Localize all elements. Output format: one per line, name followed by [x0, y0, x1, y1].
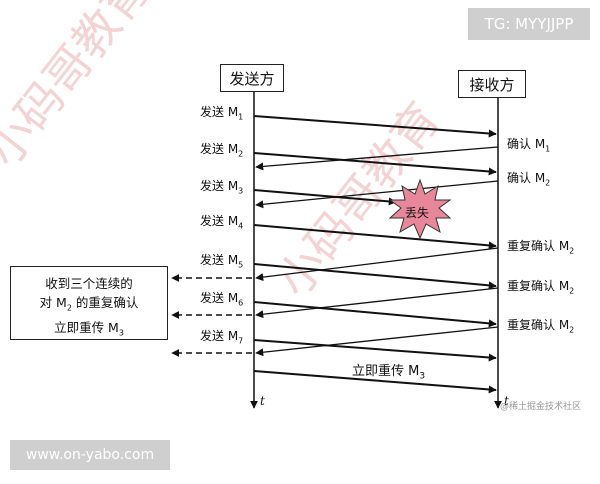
segment-m3-lost-arrow [253, 189, 397, 206]
fast-retransmit-note: 收到三个连续的 对 M2 的重复确认 立即重传 M3 [10, 266, 168, 340]
lost-label: 丢失 [405, 206, 430, 220]
send-label: 发送 M1 [200, 105, 244, 122]
segment-m1-arrow [253, 115, 497, 138]
send-label: 发送 M5 [200, 253, 244, 270]
note-line-2: 对 M2 的重复确认 [39, 295, 139, 313]
segment-m6-arrow [253, 301, 497, 328]
note-line-3: 立即重传 M3 [54, 319, 124, 338]
credit-watermark: @稀土掘金技术社区 [500, 402, 582, 412]
segment-m2-arrow [253, 152, 497, 176]
note-line-1: 收到三个连续的 [45, 276, 133, 291]
send-label: 发送 M4 [200, 214, 244, 231]
send-label: 发送 M6 [200, 291, 244, 308]
segment-m7-arrow [253, 339, 497, 362]
retransmit-m3-arrow [253, 370, 497, 394]
receiver-time-axis-label: t [504, 394, 509, 408]
ack-label: 确认 M2 [507, 171, 551, 188]
dup-ack-2-arrow [255, 287, 499, 319]
sender-header: 发送方 [220, 64, 284, 92]
site-badge: www.on-yabo.com [10, 440, 170, 470]
ack-label: 确认 M1 [507, 137, 551, 154]
packet-lost-burst-icon [388, 178, 452, 240]
telegram-badge: TG: MYYJJPP [468, 8, 590, 40]
dup-ack-label: 重复确认 M2 [507, 318, 575, 335]
segment-m5-arrow [253, 263, 497, 290]
send-label: 发送 M2 [200, 142, 244, 159]
send-label: 发送 M3 [200, 179, 244, 196]
retransmit-label: 立即重传 M3 [352, 364, 426, 382]
dup-ack-1-arrow [255, 247, 499, 282]
sender-time-axis-label: t [260, 394, 265, 408]
send-label: 发送 M7 [200, 329, 244, 346]
ack-m1-arrow [255, 146, 499, 171]
dup-ack-label: 重复确认 M2 [507, 239, 575, 256]
ack-m2-arrow [255, 180, 499, 209]
receiver-header: 接收方 [458, 70, 526, 98]
dup-ack-label: 重复确认 M2 [507, 279, 575, 296]
dup-ack-3-arrow [255, 326, 499, 357]
segment-m4-arrow [253, 224, 497, 250]
